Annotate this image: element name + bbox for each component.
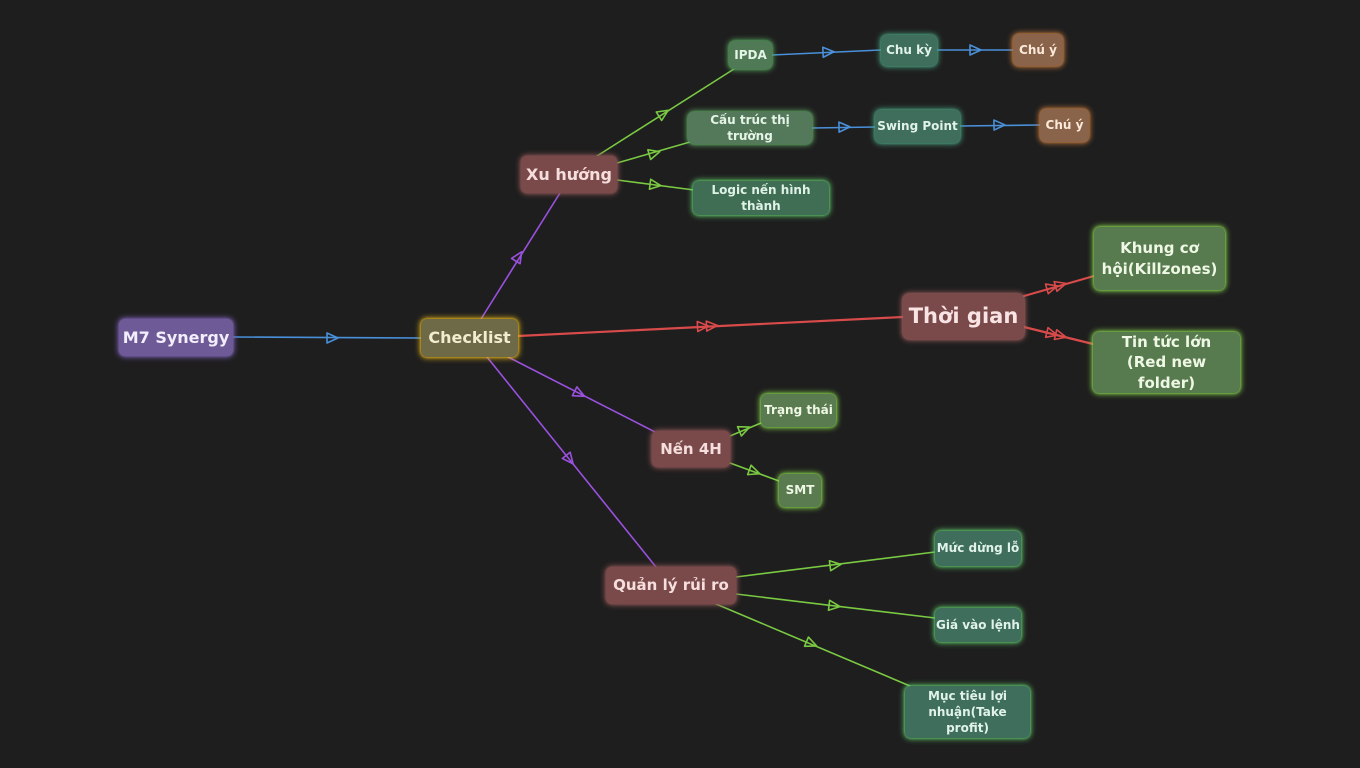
- edge-swing-chu-y: [959, 124, 1041, 127]
- edge-checklist-quan-ly: [486, 356, 657, 568]
- node-chu-y-1[interactable]: Chú ý: [1013, 34, 1063, 66]
- arrowhead-icon: [828, 559, 842, 572]
- arrowhead-icon: [326, 332, 339, 344]
- node-m7-synergy[interactable]: M7 Synergy: [119, 319, 233, 356]
- arrowhead-icon: [1044, 280, 1067, 295]
- edge-nen-4h-trang-thai: [729, 422, 762, 437]
- node-tin-tuc-lon[interactable]: Tin tức lớn (Red new folder): [1093, 332, 1240, 393]
- node-swing-point[interactable]: Swing Point: [875, 110, 960, 143]
- edge-nen-4h-smt: [729, 462, 780, 482]
- edge-xu-huong-ipda: [596, 68, 735, 157]
- arrowhead-icon: [827, 599, 841, 612]
- arrowhead-icon: [993, 119, 1006, 131]
- node-gia-vao-lenh[interactable]: Giá vào lệnh: [935, 608, 1021, 642]
- arrowhead-icon: [648, 178, 662, 190]
- arrowhead-icon: [746, 464, 761, 476]
- arrowhead-icon: [969, 44, 982, 56]
- arrowhead-icon: [647, 149, 661, 161]
- edge-quan-ly-muc-dung-lo: [735, 551, 936, 578]
- arrowhead-icon: [838, 121, 851, 133]
- arrowhead-icon: [821, 46, 835, 59]
- edge-thoi-gian-tin-tuc: [1022, 325, 1095, 346]
- node-muc-dung-lo[interactable]: Mức dừng lỗ: [935, 531, 1021, 566]
- edge-checklist-thoi-gian: [516, 315, 905, 338]
- node-quan-ly-rui-ro[interactable]: Quản lý rủi ro: [606, 567, 736, 604]
- arrowhead-icon: [561, 451, 574, 465]
- arrowhead-icon: [696, 320, 719, 333]
- arrowhead-icon: [510, 250, 523, 265]
- edge-xu-huong-logic: [616, 179, 695, 191]
- node-logic-nen-hinh-thanh[interactable]: Logic nến hình thành: [693, 181, 829, 215]
- node-muc-tieu-loi-nhuan[interactable]: Mục tiêu lợi nhuận(Take profit): [905, 686, 1030, 738]
- node-xu-huong[interactable]: Xu hướng: [521, 156, 617, 193]
- edge-xu-huong-cau-truc: [616, 141, 691, 164]
- node-nen-4h[interactable]: Nến 4H: [652, 431, 730, 467]
- arrowhead-icon: [655, 109, 670, 122]
- node-trang-thai[interactable]: Trạng thái: [761, 394, 836, 427]
- edge-ipda-chu-ky: [771, 49, 882, 56]
- edge-quan-ly-muc-tieu: [715, 603, 911, 687]
- arrowhead-icon: [736, 425, 751, 437]
- arrowhead-icon: [803, 636, 818, 648]
- edge-cau-truc-swing: [811, 126, 876, 129]
- node-cau-truc-thi-truong[interactable]: Cấu trúc thị trường: [688, 112, 812, 144]
- node-ipda[interactable]: IPDA: [729, 41, 772, 69]
- arrowhead-icon: [1044, 326, 1068, 341]
- node-smt[interactable]: SMT: [779, 474, 821, 507]
- node-khung-co-hoi-killzones[interactable]: Khung cơ hội(Killzones): [1094, 227, 1225, 290]
- node-chu-ky[interactable]: Chu kỳ: [881, 35, 937, 66]
- node-checklist[interactable]: Checklist: [421, 319, 518, 357]
- edge-thoi-gian-khung: [1022, 274, 1096, 298]
- node-thoi-gian[interactable]: Thời gian: [903, 294, 1024, 339]
- arrowhead-icon: [571, 386, 586, 398]
- node-chu-y-2[interactable]: Chú ý: [1040, 109, 1089, 142]
- edge-quan-ly-gia-vao: [735, 593, 936, 619]
